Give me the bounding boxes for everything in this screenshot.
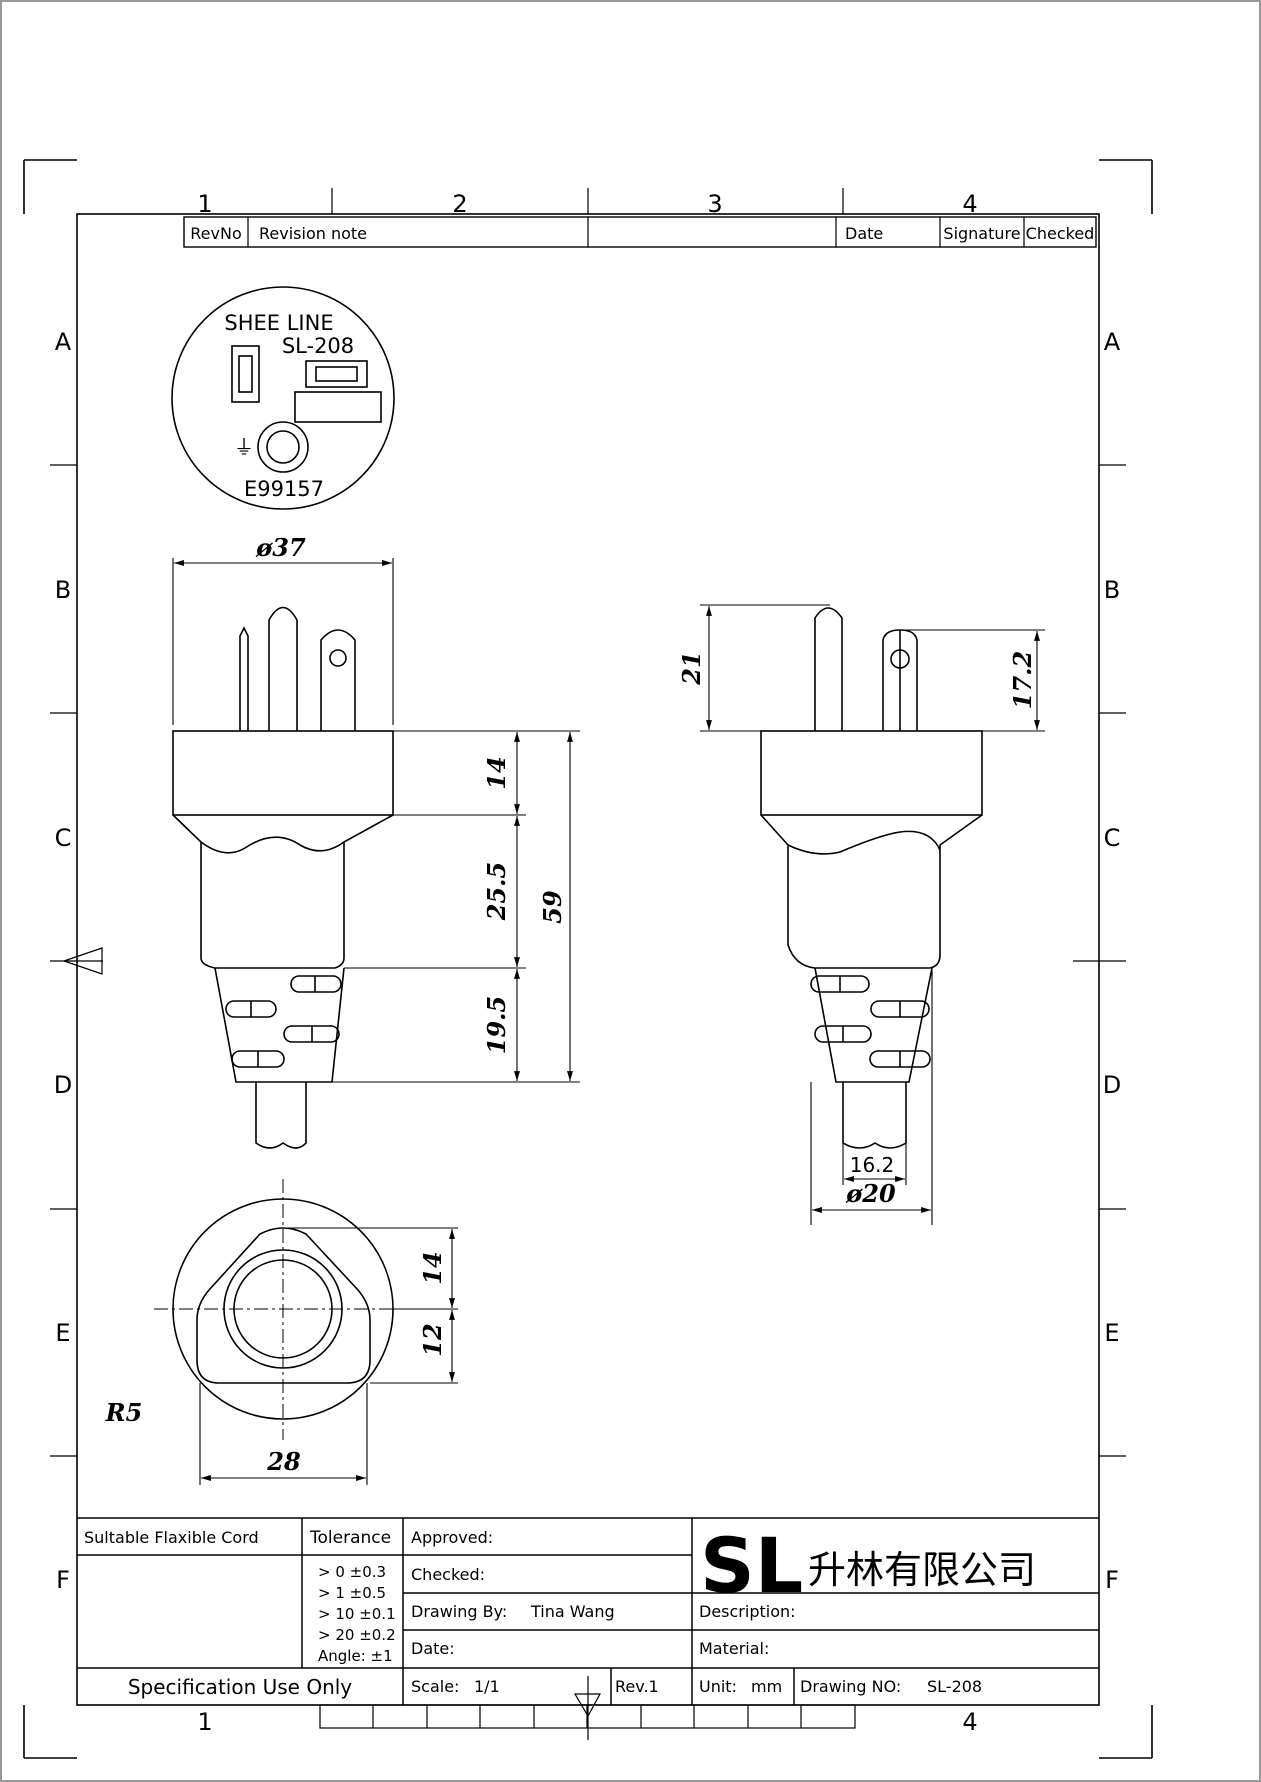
dim-radius: R5 — [105, 1398, 143, 1427]
date-label: Date: — [411, 1639, 455, 1658]
row-label-a-left: A — [55, 328, 72, 356]
row-label-b-right: B — [1104, 576, 1120, 604]
dim-body-height: 25.5 — [482, 862, 511, 921]
row-label-b-left: B — [55, 576, 71, 604]
dim-bottom-upper: 14 — [418, 1251, 447, 1284]
dim-front-diameter: ø37 — [255, 533, 306, 562]
rev-no-header: RevNo — [190, 224, 241, 243]
scale-value: 1/1 — [474, 1677, 500, 1696]
face-model-text: SL-208 — [282, 334, 354, 358]
dim-bottom-lower: 12 — [418, 1323, 447, 1356]
col-label-3: 3 — [707, 190, 722, 218]
face-brand-text: SHEE LINE — [224, 311, 333, 335]
rev-label: Rev.1 — [615, 1677, 659, 1696]
dim-side-diameter: ø20 — [845, 1179, 896, 1208]
crop-marks — [23, 159, 1153, 1759]
plug-front-view — [172, 606, 394, 1149]
drawing-no-label: Drawing NO: — [800, 1677, 901, 1696]
plug-side-view — [760, 607, 983, 1149]
drawing-no-value: SL-208 — [927, 1677, 982, 1696]
tolerance-row-5: Angle: ±1 — [318, 1647, 393, 1665]
spec-note: Specification Use Only — [128, 1675, 352, 1699]
dim-side-pin-short: 17.2 — [1008, 651, 1037, 709]
tolerance-label: Tolerance — [309, 1528, 391, 1548]
company-logo: SL — [700, 1521, 803, 1610]
plug-face-view — [171, 286, 395, 510]
material-label: Material: — [699, 1639, 769, 1658]
row-label-a-right: A — [1104, 328, 1121, 356]
approved-label: Approved: — [411, 1528, 493, 1547]
company-name: 升林有限公司 — [808, 1548, 1036, 1592]
dim-bottom-width: 28 — [266, 1447, 301, 1476]
bottom-centerlines — [154, 1179, 410, 1440]
tolerance-row-3: > 10 ±0.1 — [318, 1605, 396, 1623]
row-label-f-right: F — [1105, 1566, 1119, 1594]
row-label-d-left: D — [54, 1071, 72, 1099]
dim-total-height: 59 — [538, 890, 567, 924]
row-label-f-left: F — [56, 1566, 70, 1594]
drawing-by-value: Tina Wang — [530, 1602, 615, 1621]
description-label: Description: — [699, 1602, 796, 1621]
checked-label: Checked: — [411, 1565, 485, 1584]
row-label-c-right: C — [1104, 824, 1121, 852]
revision-note-header: Revision note — [259, 224, 367, 243]
ground-symbol-icon: ⏚ — [234, 435, 254, 459]
dim-side-cord: 16.2 — [850, 1153, 895, 1177]
col-label-4: 4 — [962, 190, 977, 218]
checked-header: Checked — [1026, 224, 1095, 243]
row-label-e-left: E — [55, 1319, 70, 1347]
date-header: Date — [845, 224, 883, 243]
dim-head-height: 14 — [482, 756, 511, 789]
scale-label: Scale: — [411, 1677, 459, 1696]
bottom-dimension-lines — [199, 1227, 458, 1485]
col-label-1: 1 — [197, 190, 212, 218]
signature-header: Signature — [943, 224, 1020, 243]
row-label-c-left: C — [55, 824, 72, 852]
tolerance-row-2: > 1 ±0.5 — [318, 1584, 386, 1602]
zone-ticks — [50, 188, 1126, 1457]
drawing-by-label: Drawing By: — [411, 1602, 507, 1621]
tolerance-row-1: > 0 ±0.3 — [318, 1563, 386, 1581]
revision-table: RevNo Revision note Date Signature Check… — [183, 216, 1097, 248]
row-label-d-right: D — [1103, 1071, 1121, 1099]
bottom-col-label-1: 1 — [197, 1708, 212, 1736]
unit-label: Unit: — [699, 1677, 737, 1696]
bottom-scale-strip — [319, 1676, 856, 1740]
cord-label: Sultable Flaxible Cord — [84, 1528, 259, 1547]
dim-side-pin-long: 21 — [677, 651, 706, 685]
title-block-grid — [77, 1517, 1099, 1705]
dim-strain-height: 19.5 — [482, 996, 511, 1054]
front-dimension-lines — [172, 558, 580, 1083]
drawing-frame — [76, 213, 1100, 1706]
side-dimension-lines — [700, 604, 1045, 1225]
centering-mark — [62, 947, 103, 975]
row-label-e-right: E — [1104, 1319, 1119, 1347]
col-label-2: 2 — [452, 190, 467, 218]
face-cert-text: E99157 — [244, 477, 324, 501]
bottom-col-label-4: 4 — [962, 1708, 977, 1736]
tolerance-row-4: > 20 ±0.2 — [318, 1626, 396, 1644]
unit-value: mm — [751, 1677, 782, 1696]
